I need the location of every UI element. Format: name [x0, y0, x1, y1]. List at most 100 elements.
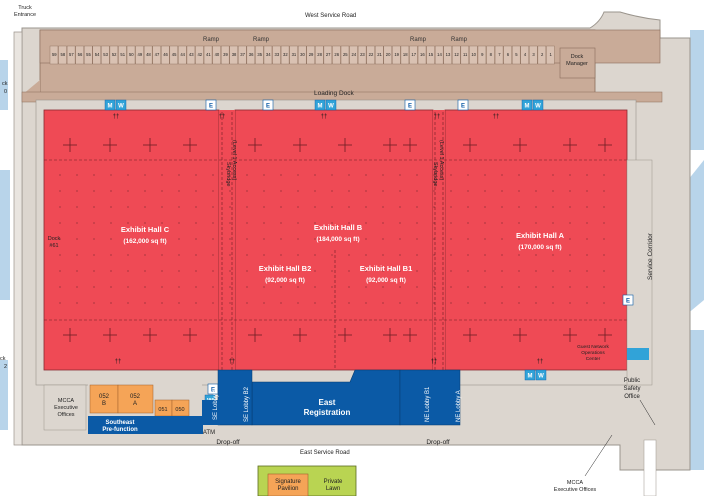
exhibit-hall-b[interactable] [234, 109, 434, 371]
dock-number: 33 [274, 52, 279, 57]
restroom-letter: M [528, 374, 533, 380]
grid-dot [314, 254, 316, 256]
grid-dot [212, 222, 214, 224]
room-052b[interactable] [89, 384, 119, 414]
hall-b1-name: Exhibit Hall B1 [360, 264, 413, 273]
grid-dot [280, 174, 282, 176]
grid-dot [110, 270, 112, 272]
grid-dot [569, 254, 571, 256]
grid-dot [569, 206, 571, 208]
grid-dot [399, 222, 401, 224]
grid-dot [450, 302, 452, 304]
grid-dot [212, 254, 214, 256]
dock-number: 9 [481, 52, 484, 57]
grid-dot [552, 190, 554, 192]
signature-pavilion[interactable] [267, 473, 309, 496]
grid-dot [144, 270, 146, 272]
dock-bay [494, 45, 504, 65]
hall-b1-area: (92,000 sq ft) [366, 277, 406, 284]
grid-dot [467, 286, 469, 288]
dock-number: 51 [120, 52, 125, 57]
grid-dot [501, 286, 503, 288]
dock-number: 56 [78, 52, 83, 57]
grid-dot [450, 174, 452, 176]
elevator-icon [205, 99, 217, 111]
dock-number: 7 [498, 52, 501, 57]
dock-number: 10 [471, 52, 476, 57]
grid-dot [178, 286, 180, 288]
restroom-letter: W [118, 104, 124, 110]
grid-dot [195, 286, 197, 288]
grid-dot [603, 302, 605, 304]
grid-dot [195, 222, 197, 224]
family-restroom-icon: †† [537, 359, 544, 365]
grid-dot [535, 190, 537, 192]
atm-label: ATM [203, 430, 215, 436]
grid-dot [399, 302, 401, 304]
grid-dot [331, 254, 333, 256]
grid-dot [229, 206, 231, 208]
grid-dot [127, 238, 129, 240]
dock-number: 55 [86, 52, 91, 57]
dock-number: 8 [490, 52, 493, 57]
grid-dot [263, 206, 265, 208]
dock-bay [220, 45, 230, 65]
grid-dot [263, 238, 265, 240]
exhibit-hall-c[interactable] [43, 109, 220, 371]
grid-dot [59, 174, 61, 176]
grid-dot [501, 238, 503, 240]
dock-bay [186, 45, 196, 65]
grid-dot [331, 286, 333, 288]
grid-dot [569, 190, 571, 192]
grid-dot [161, 190, 163, 192]
grid-dot [382, 254, 384, 256]
dock-bays [49, 45, 555, 65]
dock-61-label: Dock#61 [48, 236, 61, 249]
grid-dot [467, 302, 469, 304]
dock-number: 44 [180, 52, 185, 57]
grid-dot [569, 286, 571, 288]
grid-dot [552, 206, 554, 208]
restroom-icon [532, 99, 544, 111]
restroom-icon [115, 99, 127, 111]
se-lobby-c-label: SE Lobby C [213, 387, 219, 420]
dock-bay [58, 45, 67, 65]
dock-bay [443, 45, 452, 65]
grid-dot [586, 222, 588, 224]
dock-bay [143, 45, 153, 65]
grid-dot [603, 222, 605, 224]
dock-number: 31 [292, 52, 297, 57]
grid-dot [331, 302, 333, 304]
grid-dot [263, 174, 265, 176]
drop-off-label: Drop-off [216, 439, 240, 446]
exhibit-hall-a[interactable] [444, 109, 628, 371]
grid-dot [195, 174, 197, 176]
grid-dot [314, 206, 316, 208]
dock-bay [486, 45, 495, 65]
grid-dot [76, 206, 78, 208]
grid-dot [450, 286, 452, 288]
dock-bay [289, 45, 298, 65]
restroom-letter: W [538, 374, 544, 380]
grid-dot [280, 302, 282, 304]
grid-dot [535, 254, 537, 256]
grid-dot [59, 190, 61, 192]
room-052a[interactable] [117, 384, 154, 414]
dock-number: 21 [377, 52, 382, 57]
grid-dot [433, 174, 435, 176]
grid-dot [433, 190, 435, 192]
dock-number: 29 [309, 52, 314, 57]
elevator-icon [404, 99, 416, 111]
grid-dot [280, 222, 282, 224]
grid-dot [586, 190, 588, 192]
grid-dot [603, 270, 605, 272]
dock-bay [135, 45, 144, 65]
se-lobby-b2-label: SE Lobby B2 [244, 386, 250, 422]
grid-dot [246, 270, 248, 272]
grid-dot [382, 206, 384, 208]
grid-dot [416, 238, 418, 240]
grid-dot [178, 270, 180, 272]
grid-dot [161, 222, 163, 224]
